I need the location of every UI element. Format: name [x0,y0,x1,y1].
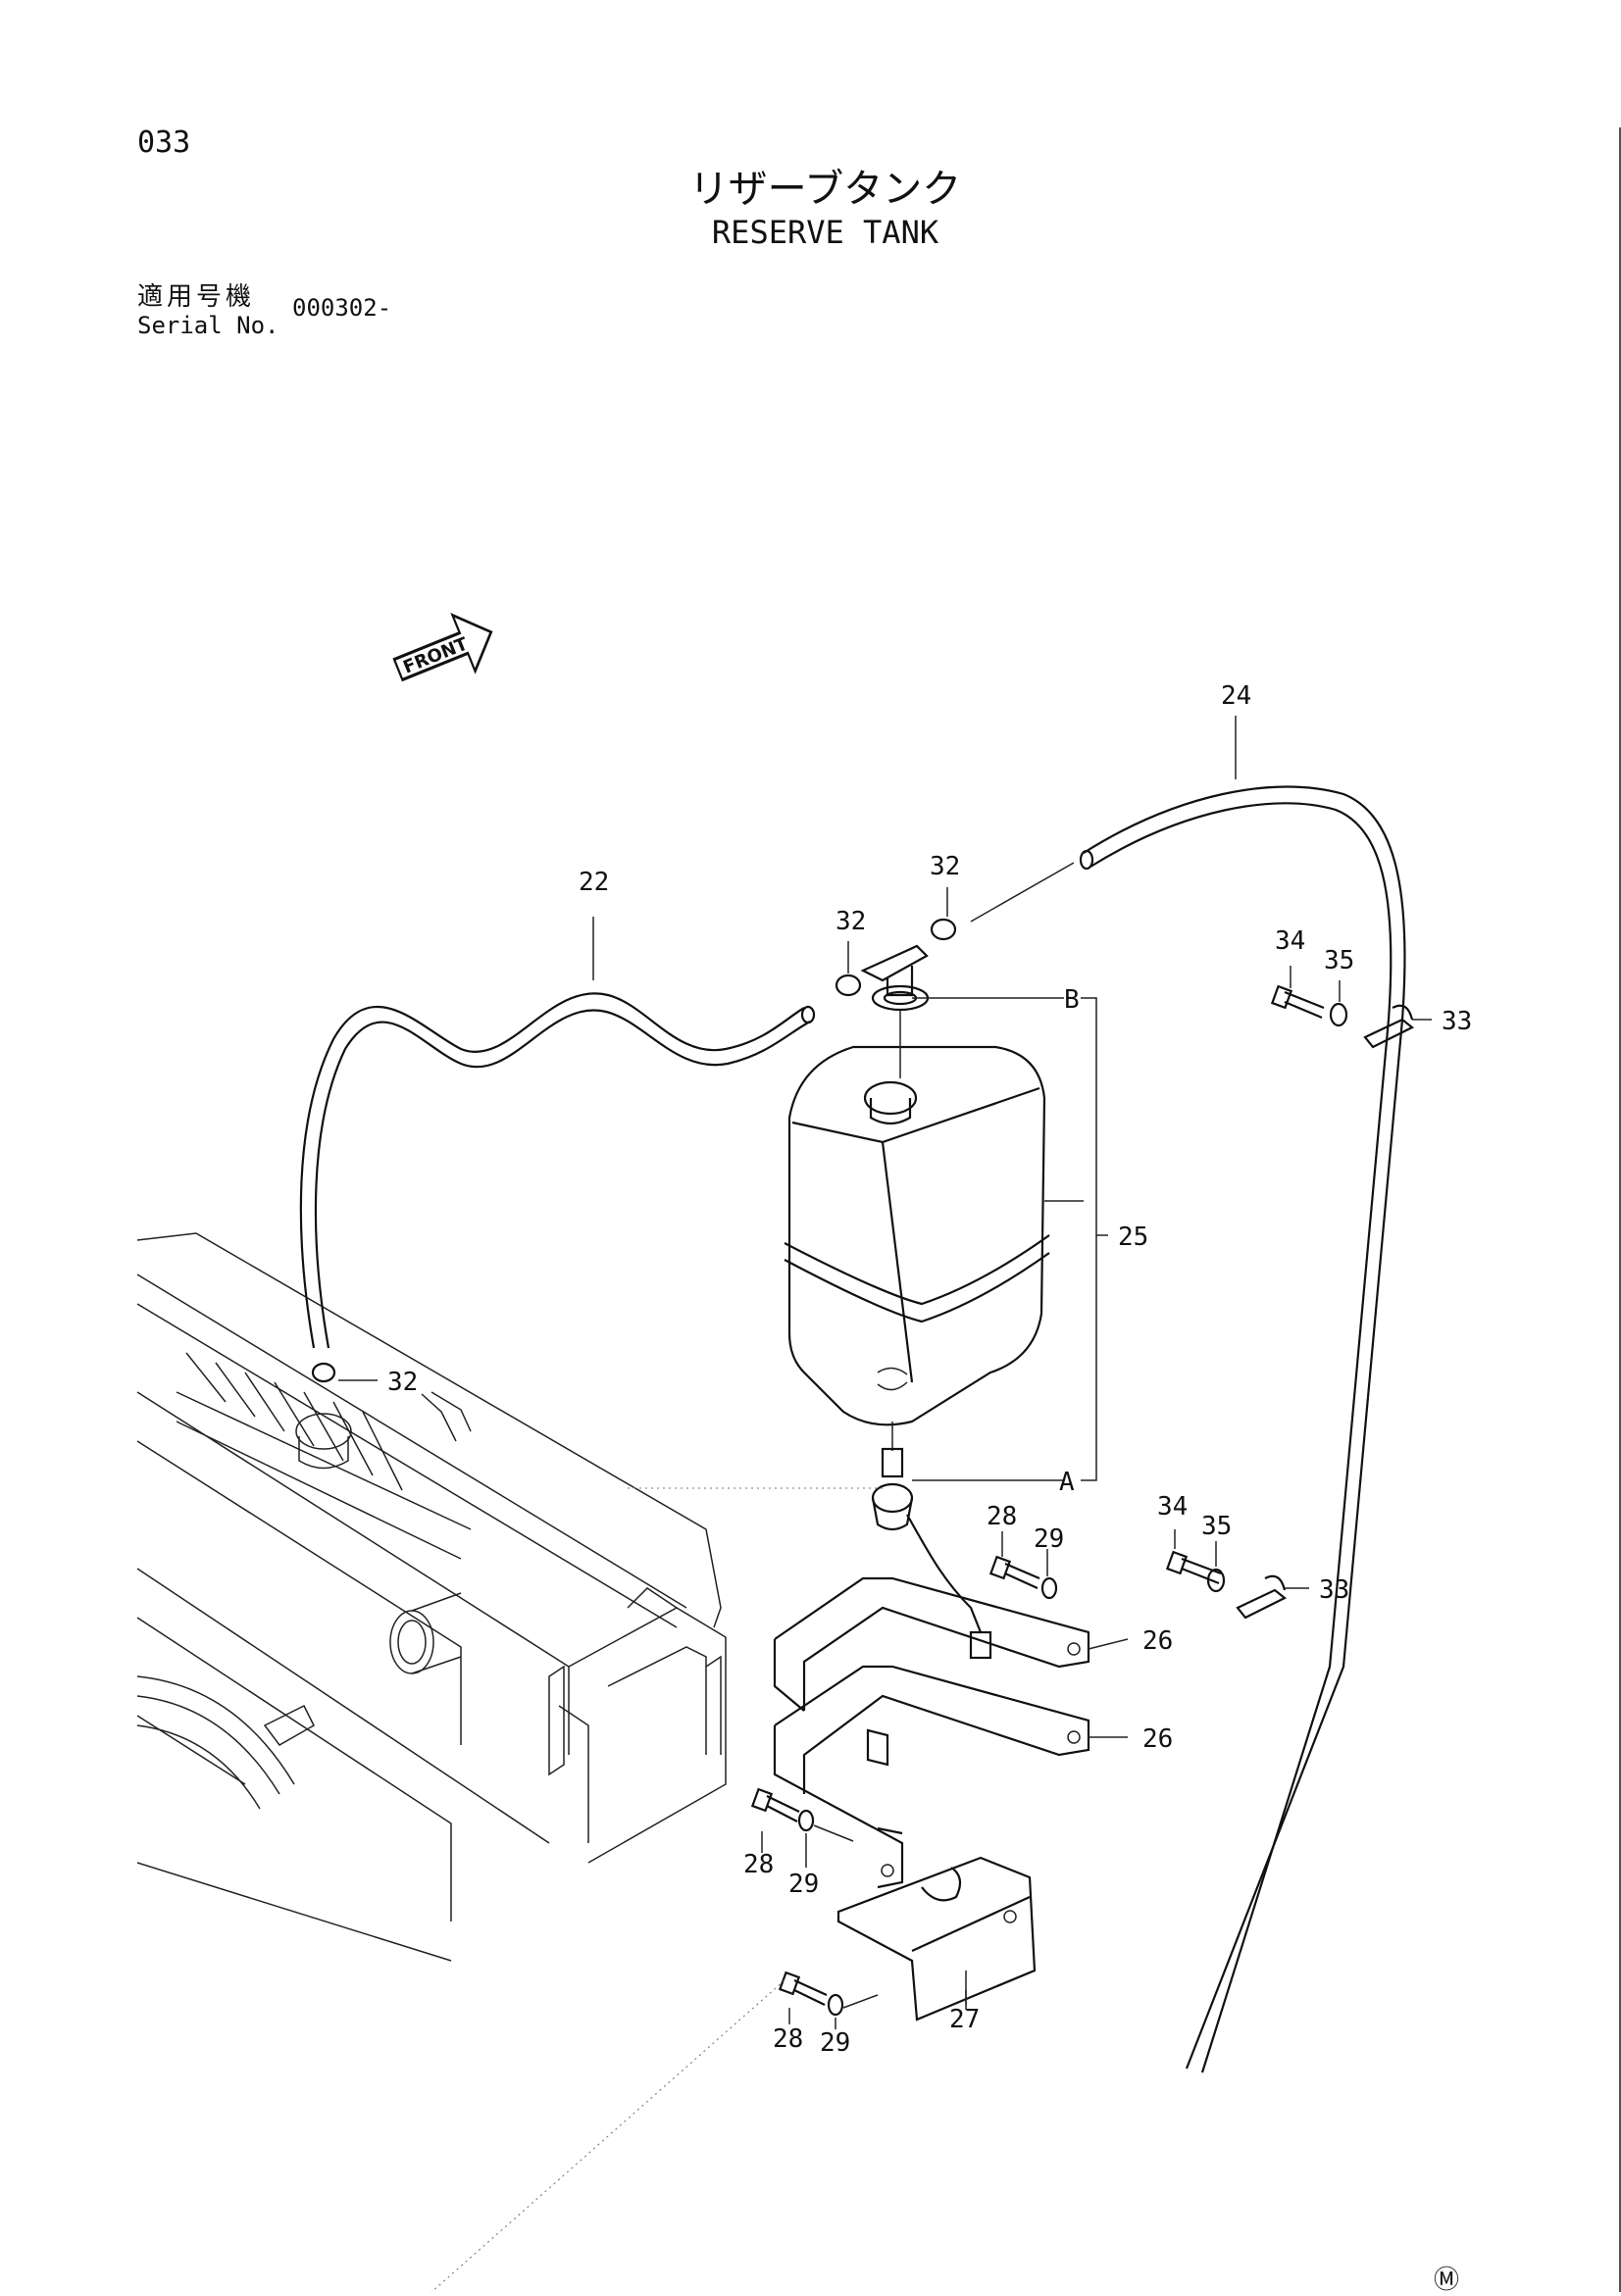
hose-24 [970,785,1406,2073]
callout-29-upper: 29 [1034,1524,1064,1554]
callout-28-middle: 28 [743,1850,774,1879]
leader-lines [338,716,1432,2292]
manufacturer-mark: Ⓜ [1434,2266,1460,2295]
front-arrow: FRONT [392,613,493,682]
reserve-tank [784,1010,1050,1660]
callout-26-lower: 26 [1142,1724,1173,1754]
washer-35 [1206,1002,1348,1593]
callout-22: 22 [579,868,609,897]
callout-33-lower: 33 [1319,1575,1349,1605]
callout-26-upper: 26 [1142,1626,1173,1656]
callout-34-upper: 34 [1275,926,1305,956]
callout-labels: 22 24 25 26 26 27 28 28 28 29 29 29 32 3… [387,681,1472,2058]
page-title-jp: リザーブタンク [688,167,962,212]
reference-b: B [1064,985,1080,1015]
callout-28-upper: 28 [987,1502,1017,1531]
page-right-edge [1619,127,1621,2292]
page-number: 033 [137,125,191,160]
callout-32-tee: 32 [836,907,866,936]
callout-32-radiator: 32 [387,1368,418,1397]
hose-22 [299,992,816,1383]
callout-34-lower: 34 [1157,1492,1188,1522]
bracket-27 [836,1856,1037,2021]
serial-label-en: Serial No. [137,312,279,339]
callout-25: 25 [1118,1223,1148,1252]
callout-27: 27 [949,2005,980,2034]
callout-32-upper: 32 [930,852,960,881]
reference-a: A [1059,1468,1075,1497]
bolt-34 [1165,984,1325,1585]
radiator-assembly [136,1232,727,1962]
front-arrow-label: FRONT [400,633,471,678]
bolt-28 [750,1555,1040,2006]
callout-29-middle: 29 [788,1870,819,1899]
callout-29-lower: 29 [820,2028,850,2058]
washer-29 [797,1576,1058,2017]
page-title-en: RESERVE TANK [711,214,939,251]
bracket-26 [773,1576,1129,1889]
clip-33 [1236,1004,1415,1620]
serial-label-jp: 適用号機 [137,282,256,312]
callout-35-upper: 35 [1324,946,1354,975]
callout-33-upper: 33 [1442,1007,1472,1036]
callout-24: 24 [1221,681,1251,711]
callout-35-lower: 35 [1201,1512,1232,1541]
serial-value: 000302- [292,294,392,322]
tee-connector [860,944,930,1012]
hose-clamp-32 [835,918,957,997]
callout-28-lower: 28 [773,2024,803,2054]
